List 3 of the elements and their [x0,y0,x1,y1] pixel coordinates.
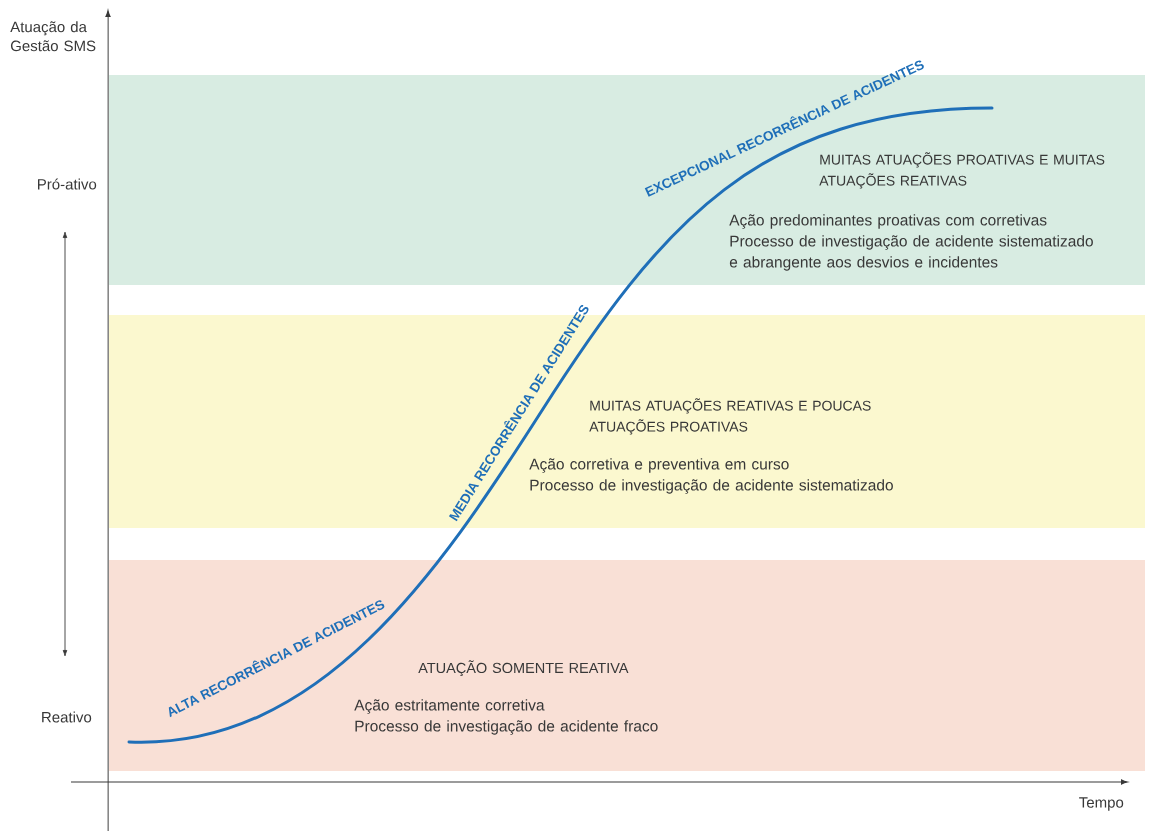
axis-title: Atuação da Gestão SMS [10,21,96,52]
axis-title: Tempo [1079,797,1124,811]
axis-value: Reativo [42,711,92,723]
